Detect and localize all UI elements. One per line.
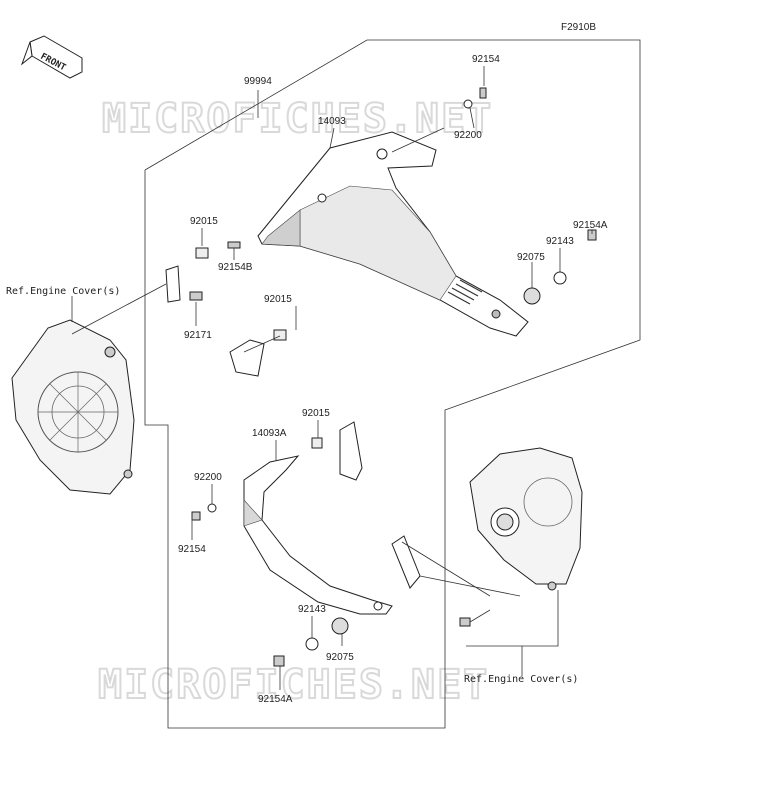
callout-92154B: 92154B	[218, 262, 253, 273]
callout-92154A-bottom: 92154A	[258, 694, 293, 705]
callout-92015-b: 92015	[264, 294, 292, 305]
collar-92015-b	[311, 437, 323, 449]
callout-92154-top: 92154	[472, 54, 500, 65]
bracket-upper-left	[165, 265, 181, 303]
cover-left-14093A	[243, 455, 393, 615]
bolt-92154-bottom	[191, 511, 201, 521]
cover-right-14093	[257, 131, 529, 337]
callout-92200-bottom: 92200	[194, 472, 222, 483]
collar-92015-c	[273, 329, 287, 341]
collar-92015-a	[195, 247, 209, 259]
callout-14093A: 14093A	[252, 428, 287, 439]
ref-engine-cover-right: Ref.Engine Cover(s)	[464, 674, 578, 685]
watermark-top: MICROFICHES.NET	[102, 96, 493, 142]
callout-99994: 99994	[244, 76, 272, 87]
callout-92075-top: 92075	[517, 252, 545, 263]
callout-92200-top: 92200	[454, 130, 482, 141]
callout-92154-bottom: 92154	[178, 544, 206, 555]
callout-92154A-right: 92154A	[573, 220, 608, 231]
damper-92075-bottom	[331, 617, 349, 635]
leader-lines	[71, 66, 593, 690]
bracket-right-lower	[391, 535, 421, 589]
bracket-mid	[229, 339, 265, 377]
figure-code: F2910B	[561, 22, 596, 33]
damper-92075-top	[523, 287, 541, 305]
callout-92075-bottom: 92075	[326, 652, 354, 663]
engine-cover-right	[469, 447, 583, 591]
washer-92143-bottom	[305, 637, 319, 651]
bolt-right-engine	[459, 617, 471, 627]
engine-cover-left	[11, 319, 135, 495]
washer-92143-top	[553, 271, 567, 285]
ref-engine-cover-left: Ref.Engine Cover(s)	[6, 286, 120, 297]
front-arrow-icon: FRONT	[20, 35, 83, 79]
watermark-bottom: MICROFICHES.NET	[98, 662, 489, 708]
callout-92171: 92171	[184, 330, 212, 341]
callout-92015-c: 92015	[302, 408, 330, 419]
bolt-92154A-bottom	[273, 655, 285, 667]
callout-92143-top: 92143	[546, 236, 574, 247]
callout-14093: 14093	[318, 116, 346, 127]
bolt-92154-top	[479, 87, 487, 99]
callout-92143-bottom: 92143	[298, 604, 326, 615]
bolt-92154B	[227, 241, 241, 249]
washer-92200-top	[463, 99, 473, 109]
set-frame	[144, 39, 641, 729]
bracket-left-upper	[339, 421, 363, 481]
clip-92171	[189, 291, 203, 301]
callout-92015-a: 92015	[190, 216, 218, 227]
washer-92200-bottom	[207, 503, 217, 513]
